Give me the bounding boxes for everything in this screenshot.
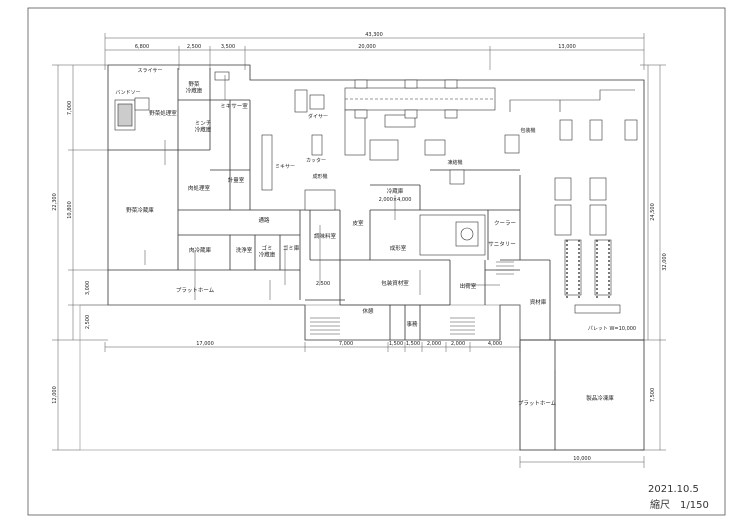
room-platform: プラットホーム (176, 287, 215, 294)
room-mince-storage: ミンチ冷蔵庫 (195, 120, 212, 134)
dim-right-lower: 7,500 (650, 388, 656, 402)
equipment-center (369, 134, 520, 256)
dim-bottom-seg-6: 2,000 (451, 341, 465, 347)
dim-right-outer: 32,000 (662, 253, 668, 271)
dim-left-outer-1: 22,300 (52, 193, 58, 211)
pallet-note: パレット W=10,000 (588, 326, 636, 332)
room-vegetable-storage: 野菜冷蔵庫 (186, 80, 203, 95)
dim-top-total: 43,300 (365, 32, 383, 38)
dim-left-inner-4: 2,500 (85, 315, 91, 329)
equipment-former: 成形機 (312, 173, 327, 180)
room-ingredient: 調味料室 (314, 232, 337, 240)
equipment-right-lines (509, 89, 638, 314)
dim-annex-bottom: 10,000 (573, 456, 591, 462)
room-vegetable-processing: 野菜処理室 (149, 109, 177, 117)
room-wash: 洗浄室 (236, 246, 253, 254)
room-office: 事務 (406, 320, 418, 328)
drawing-scale: 縮尺 1/150 (650, 498, 709, 511)
room-meat-storage: 肉冷蔵庫 (189, 246, 212, 254)
room-packaging: 包装資材室 (381, 279, 409, 287)
dim-top-seg-3: 3,500 (221, 44, 235, 50)
room-vegetable-cold: 野菜冷蔵庫 (126, 206, 154, 214)
room-platform-annex: プラットホーム (518, 400, 557, 407)
dim-cold-room: 2,000×4,000 (379, 197, 412, 203)
equipment-left (114, 71, 336, 211)
building-walls (79, 64, 645, 451)
stairs (310, 261, 514, 335)
dim-left-inner-1: 7,000 (67, 101, 73, 115)
room-forming: 成形室 (390, 244, 407, 252)
equipment-bowl-cutter: カッター (306, 157, 326, 164)
dim-bottom-seg-2: 7,000 (339, 341, 353, 347)
dim-top-seg-2: 2,500 (187, 44, 201, 50)
dimension-lines (52, 33, 666, 468)
dim-bottom-seg-1: 17,000 (196, 341, 214, 347)
room-meat-processing: 肉処理室 (188, 184, 211, 192)
sheet-border (27, 7, 726, 516)
dim-top-seg-4: 20,000 (358, 44, 376, 50)
equipment-slicer: スライサー (137, 68, 162, 74)
dim-left-outer-2: 12,000 (52, 386, 58, 404)
equipment-bandsaw: バンドソー (115, 90, 140, 96)
room-garbage-cold: ゴミ冷蔵庫 (259, 244, 276, 259)
room-garbage-store: ゴミ庫 (283, 244, 300, 252)
room-passage: 通路 (258, 216, 270, 224)
equipment-freezer: 凍結機 (447, 159, 462, 166)
room-mixer: ミキサー室 (220, 102, 248, 110)
room-rest: 休憩 (362, 307, 374, 315)
dim-bottom-seg-3: 1,500 (389, 341, 403, 347)
chain-hatching (566, 240, 610, 300)
conveyor-line (344, 79, 496, 156)
room-shipping: 出荷室 (460, 282, 477, 290)
room-sanitary: サニタリー (488, 240, 516, 248)
dim-bottom-seg-5: 2,000 (427, 341, 441, 347)
drawing-date: 2021.10.5 (648, 484, 699, 495)
equipment-mixer: ミキサー (275, 164, 295, 170)
room-material-storage: 資材庫 (530, 298, 547, 306)
room-frozen-storage: 製品冷凍庫 (586, 394, 614, 402)
dim-right-mid: 24,500 (650, 203, 656, 221)
dim-left-inner-2: 10,800 (67, 201, 73, 219)
room-dumpling: 皮室 (352, 219, 364, 227)
room-cooler: クーラー (494, 220, 516, 227)
flow-arrows (144, 75, 556, 440)
equipment-packer: 包装機 (520, 127, 535, 134)
dim-bottom-seg-7: 4,000 (488, 341, 502, 347)
dim-bottom-seg-4: 1,500 (406, 341, 420, 347)
dim-top-seg-5: 13,000 (558, 44, 576, 50)
dim-top-seg-1: 6,800 (135, 44, 149, 50)
dim-left-inner-3: 3,000 (85, 281, 91, 295)
equipment-dicer: ダイサー (308, 113, 328, 120)
room-cold-storage: 冷蔵庫 (387, 187, 404, 195)
room-measuring: 計量室 (228, 176, 245, 184)
dim-misc-small: 2,500 (316, 281, 330, 287)
